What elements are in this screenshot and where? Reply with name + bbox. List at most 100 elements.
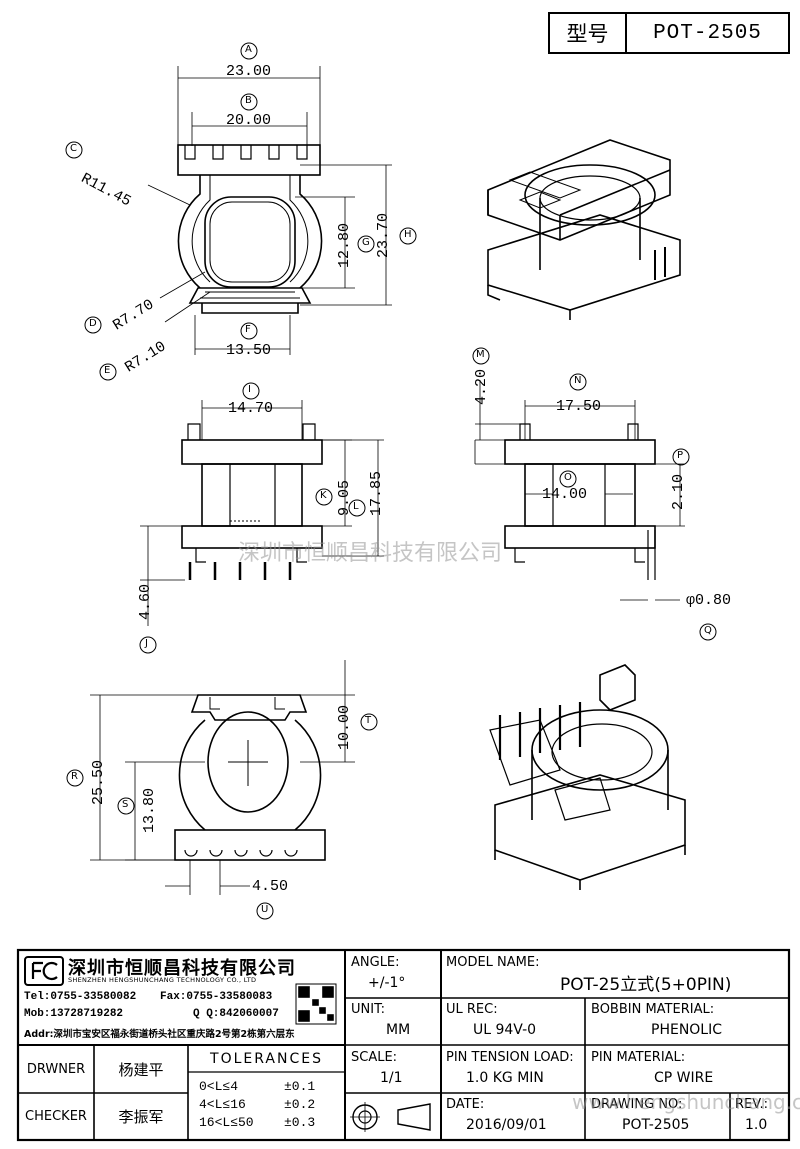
rev-value: 1.0 [745, 1117, 768, 1133]
tol-value: ±0.2 [284, 1097, 316, 1112]
pin-material-label: PIN MATERIAL: [591, 1050, 686, 1065]
company-qq: Q Q:842060007 [193, 1008, 279, 1020]
tolerance-row: 16<L≤50 ±0.3 [199, 1114, 315, 1132]
title-block-frame [16, 948, 791, 1142]
marker-m: M [476, 349, 485, 360]
rev-label: REV.: [735, 1097, 768, 1112]
dim-q-value: φ0.80 [686, 592, 732, 609]
isometric-view-top [487, 139, 681, 320]
marker-i: I [248, 384, 251, 395]
dim-k-value: 9.05 [336, 479, 353, 516]
marker-j: J [145, 638, 148, 649]
dim-o-value: 14.00 [542, 486, 588, 503]
isometric-view-bottom [489, 664, 686, 890]
side-view [474, 380, 685, 601]
marker-o: O [564, 472, 572, 483]
tolerance-row: 0<L≤4 ±0.1 [199, 1078, 315, 1096]
marker-s: S [122, 799, 129, 810]
dim-a-value: 23.00 [226, 63, 272, 80]
drawer-value: 杨建平 [94, 1045, 188, 1093]
tolerances-title: TOLERANCES [188, 1045, 345, 1072]
drawer-label: DRWNER [18, 1045, 94, 1093]
model-code: POT-2505 [626, 13, 789, 53]
dim-b-value: 20.00 [226, 112, 272, 129]
marker-t: T [365, 715, 372, 726]
company-fax: Fax:0755-33580083 [160, 991, 273, 1003]
date-label: DATE: [446, 1097, 485, 1112]
watermark-center: 深圳市恒顺昌科技有限公司 [238, 541, 503, 566]
tol-value: ±0.3 [284, 1115, 316, 1130]
model-code-text: POT-2505 [653, 21, 762, 45]
marker-f: F [245, 324, 251, 335]
dim-m-value: 4.20 [473, 368, 490, 405]
pin-tension-label: PIN TENSION LOAD: [446, 1050, 574, 1065]
marker-e: E [104, 365, 111, 376]
dim-s-value: 13.80 [141, 787, 158, 833]
tol-value: ±0.1 [284, 1079, 316, 1094]
marker-a: A [245, 44, 252, 55]
watermark-corner: www.hengshunchang.com [572, 1090, 800, 1114]
marker-b: B [245, 95, 252, 106]
drawing-no-value: POT-2505 [622, 1117, 690, 1133]
bobbin-material-value: PHENOLIC [651, 1022, 723, 1038]
ul-rec-value: UL 94V-0 [473, 1022, 537, 1038]
marker-d: D [89, 318, 97, 329]
marker-q: Q [704, 625, 712, 636]
tolerance-table: 0<L≤4 ±0.1 4<L≤16 ±0.2 16<L≤50 ±0.3 [199, 1078, 315, 1132]
dim-i-value: 14.70 [228, 400, 274, 417]
dim-p-value: 2.10 [670, 473, 687, 510]
marker-r: R [71, 771, 78, 782]
scale-label: SCALE: [351, 1050, 398, 1065]
tol-range: 0<L≤4 [199, 1079, 239, 1094]
tol-range: 16<L≤50 [199, 1115, 254, 1130]
unit-label: UNIT: [351, 1002, 385, 1017]
marker-n: N [574, 375, 582, 386]
drawer-value-text: 杨建平 [118, 1060, 164, 1079]
company-mob: Mob:13728719282 [24, 1008, 124, 1020]
dim-t-value: 10.00 [336, 704, 353, 750]
model-name-value: POT-25立式(5+0PIN) [560, 975, 732, 995]
tolerances-title-text: TOLERANCES [210, 1050, 323, 1067]
dim-g-value: 12.80 [336, 222, 353, 268]
dim-h-value: 23.70 [375, 212, 392, 258]
marker-l: L [353, 501, 359, 512]
checker-label-text: CHECKER [25, 1109, 87, 1124]
unit-value: MM [386, 1022, 411, 1038]
front-view [140, 400, 384, 626]
company-name-en: SHENZHEN HENGSHUNCHANG TECHNOLOGY CO., L… [68, 976, 257, 984]
marker-g: G [362, 237, 370, 248]
tolerance-row: 4<L≤16 ±0.2 [199, 1096, 315, 1114]
pin-tension-value: 1.0 KG MIN [466, 1070, 544, 1086]
dim-f-value: 13.50 [226, 342, 272, 359]
marker-h: H [404, 229, 412, 240]
angle-value: +/-1° [368, 975, 406, 991]
tol-range: 4<L≤16 [199, 1097, 246, 1112]
company-tel: Tel:0755-33580082 [24, 991, 137, 1003]
company-name-cn: 深圳市恒顺昌科技有限公司 [68, 958, 296, 979]
company-address: Addr:深圳市宝安区福永街道桥头社区重庆路2号第2栋第六层东 [24, 1029, 295, 1040]
dim-j-value: 4.60 [137, 583, 154, 620]
scale-value: 1/1 [380, 1070, 403, 1086]
type-label: 型号 [549, 13, 626, 53]
checker-value: 李振军 [94, 1093, 188, 1140]
drawer-label-text: DRWNER [26, 1061, 86, 1077]
pin-material-value: CP WIRE [654, 1070, 714, 1086]
model-name-label: MODEL NAME: [446, 955, 540, 970]
dimension-markers [65, 42, 717, 920]
bobbin-material-label: BOBBIN MATERIAL: [591, 1002, 715, 1017]
checker-label: CHECKER [18, 1093, 94, 1140]
top-view [147, 66, 392, 355]
dim-n-value: 17.50 [556, 398, 602, 415]
dim-u-value: 4.50 [252, 878, 289, 895]
date-value: 2016/09/01 [466, 1117, 547, 1133]
dim-l-value: 17.85 [368, 470, 385, 516]
angle-label: ANGLE: [351, 955, 400, 970]
drawing-no-label: DRAWING NO: [591, 1097, 683, 1112]
ul-rec-label: UL REC: [446, 1002, 498, 1017]
bottom-view [90, 660, 355, 895]
marker-p: P [677, 450, 684, 461]
marker-c: C [70, 143, 77, 154]
type-label-text: 型号 [566, 22, 609, 46]
marker-u: U [261, 904, 269, 915]
